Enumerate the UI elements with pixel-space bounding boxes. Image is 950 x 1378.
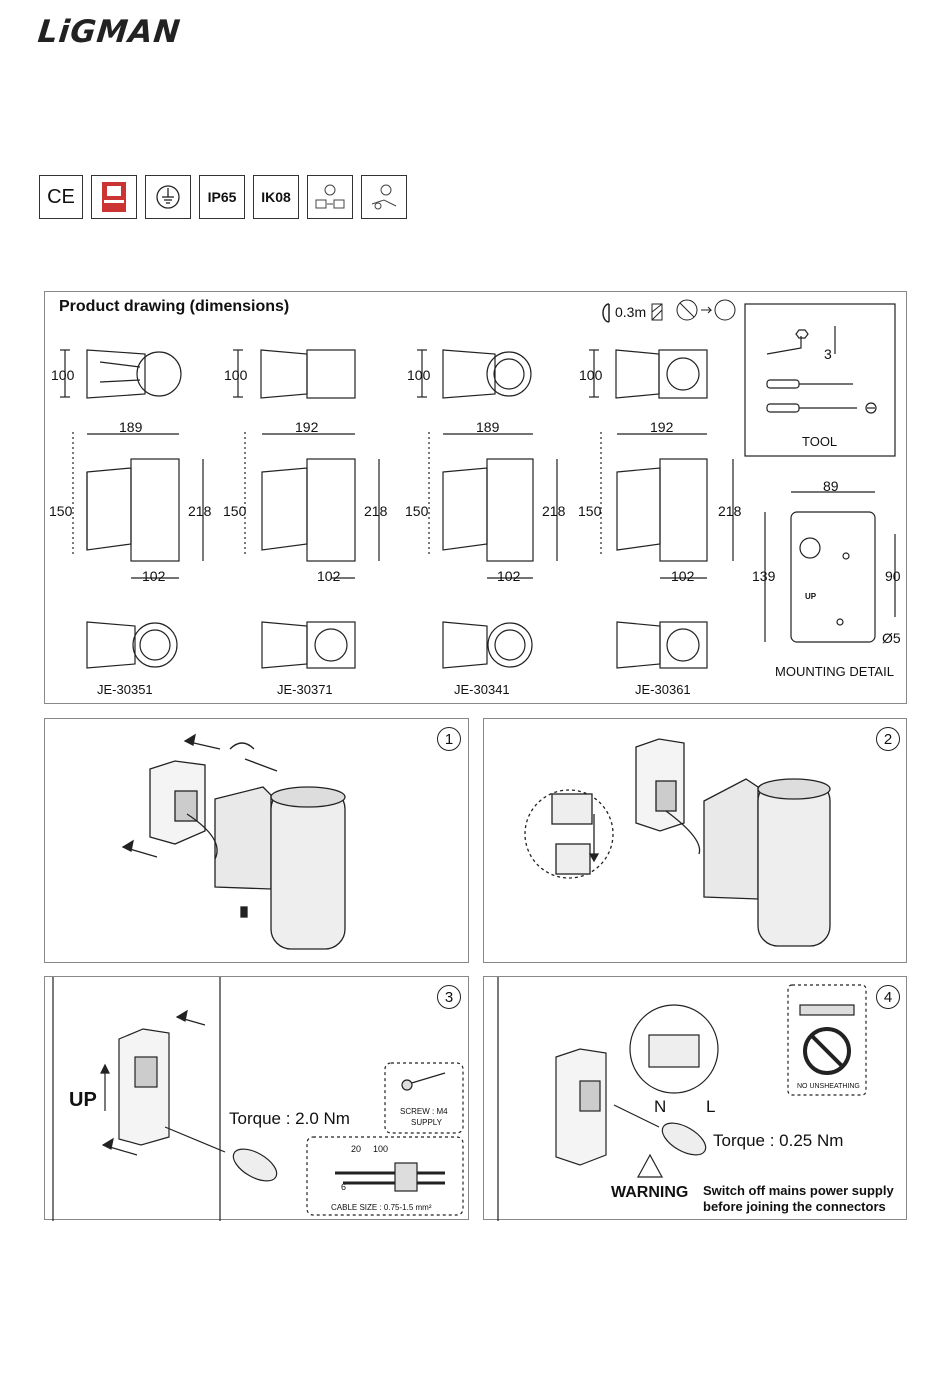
certification-badges: CE IP65 IK08 bbox=[39, 175, 407, 219]
height-left-1: 150 bbox=[49, 503, 73, 519]
model-1-top-view bbox=[60, 349, 182, 399]
mounting-detail-label: MOUNTING DETAIL bbox=[775, 664, 894, 679]
height-left-3: 150 bbox=[405, 503, 429, 519]
width-1: 189 bbox=[119, 419, 143, 435]
step-1-panel: 1 bbox=[44, 718, 469, 963]
torque-label: Torque : 0.25 Nm bbox=[713, 1131, 844, 1150]
step-3-illustration bbox=[52, 977, 464, 1221]
product-drawing-panel: Product drawing (dimensions) bbox=[44, 291, 907, 704]
screw-label: SCREW : M4 bbox=[400, 1107, 448, 1116]
earth-icon bbox=[145, 175, 191, 219]
height-left-4: 150 bbox=[578, 503, 602, 519]
model-1-side-view bbox=[72, 432, 204, 579]
model-4-top-view bbox=[589, 349, 708, 399]
model-label-1: JE-30351 bbox=[97, 682, 153, 697]
cable-dim-b: 100 bbox=[373, 1144, 389, 1154]
product-drawing-svg bbox=[60, 299, 896, 669]
height-right-2: 218 bbox=[364, 503, 388, 519]
neutral-label: N bbox=[654, 1097, 667, 1116]
model-4-side-view bbox=[600, 432, 734, 579]
step-number: 3 bbox=[437, 985, 461, 1009]
up-label: UP bbox=[69, 1089, 97, 1111]
warning-text-1: Switch off mains power supply bbox=[703, 1183, 894, 1198]
lamp-replace-icon bbox=[361, 175, 407, 219]
step-number: 1 bbox=[437, 727, 461, 751]
bottom-3: 102 bbox=[497, 568, 521, 584]
led-driver-icon bbox=[307, 175, 353, 219]
cable-dim-c: 6 bbox=[341, 1182, 347, 1192]
model-label-2: JE-30371 bbox=[277, 682, 333, 697]
ik08-badge: IK08 bbox=[253, 175, 299, 219]
step-4-illustration bbox=[497, 977, 867, 1221]
step-2-illustration bbox=[524, 738, 831, 947]
model-3-side-view bbox=[428, 432, 558, 579]
step-4-panel: 4 NO UNSHEATHING N L Torque : 0.25 Nm WA… bbox=[483, 976, 907, 1221]
warning-label: WARNING bbox=[611, 1184, 689, 1201]
model-3-top-view bbox=[417, 349, 532, 399]
dim-side-2: 100 bbox=[224, 367, 248, 383]
warning-text-2: before joining the connectors bbox=[703, 1199, 886, 1214]
step-3-panel: 3 UP Torque : 2.0 Nm SCREW : M4 SUPPLY 2… bbox=[44, 976, 469, 1221]
mount-height: 139 bbox=[752, 568, 776, 584]
torque-label: Torque : 2.0 Nm bbox=[229, 1109, 350, 1128]
step-number: 4 bbox=[876, 985, 900, 1009]
dim-side-4: 100 bbox=[579, 367, 603, 383]
dim-side-3: 100 bbox=[407, 367, 431, 383]
bottom-1: 102 bbox=[142, 568, 166, 584]
step-number: 2 bbox=[876, 727, 900, 751]
model-2-top-view bbox=[233, 349, 356, 399]
mount-hole-diameter: Ø5 bbox=[882, 630, 901, 646]
ip65-badge: IP65 bbox=[199, 175, 245, 219]
step-2-panel: 2 bbox=[483, 718, 907, 963]
no-unsheathing-label: NO UNSHEATHING bbox=[797, 1083, 860, 1090]
model-2-side-view bbox=[244, 432, 380, 579]
tool-hex-size: 3 bbox=[824, 346, 832, 362]
mount-width: 89 bbox=[823, 478, 839, 494]
ce-mark: CE bbox=[39, 175, 83, 219]
dim-side-1: 100 bbox=[51, 367, 75, 383]
model-label-4: JE-30361 bbox=[635, 682, 691, 697]
panel-title: Product drawing (dimensions) bbox=[59, 298, 290, 315]
tool-box bbox=[744, 303, 896, 457]
tool-label: TOOL bbox=[802, 434, 838, 449]
bottom-2: 102 bbox=[317, 568, 341, 584]
height-left-2: 150 bbox=[223, 503, 247, 519]
step-1-illustration bbox=[121, 733, 346, 950]
width-4: 192 bbox=[650, 419, 674, 435]
height-right-1: 218 bbox=[188, 503, 212, 519]
quality-badge bbox=[91, 175, 137, 219]
bottom-4: 102 bbox=[671, 568, 695, 584]
mount-up-label: UP bbox=[805, 592, 817, 601]
height-right-4: 218 bbox=[718, 503, 742, 519]
screw-sub: SUPPLY bbox=[411, 1118, 442, 1127]
mount-hole-spacing: 90 bbox=[885, 568, 901, 584]
width-3: 189 bbox=[476, 419, 500, 435]
mounting-plate bbox=[764, 491, 896, 643]
cable-size-label: CABLE SIZE : 0.75-1.5 mm² bbox=[331, 1203, 432, 1212]
cable-dim-a: 20 bbox=[351, 1144, 362, 1154]
model-label-3: JE-30341 bbox=[454, 682, 510, 697]
width-2: 192 bbox=[295, 419, 319, 435]
live-label: L bbox=[706, 1097, 716, 1116]
height-right-3: 218 bbox=[542, 503, 566, 519]
distance-label: 0.3m bbox=[615, 304, 647, 320]
brand-logo: LiGMAN bbox=[36, 14, 183, 50]
